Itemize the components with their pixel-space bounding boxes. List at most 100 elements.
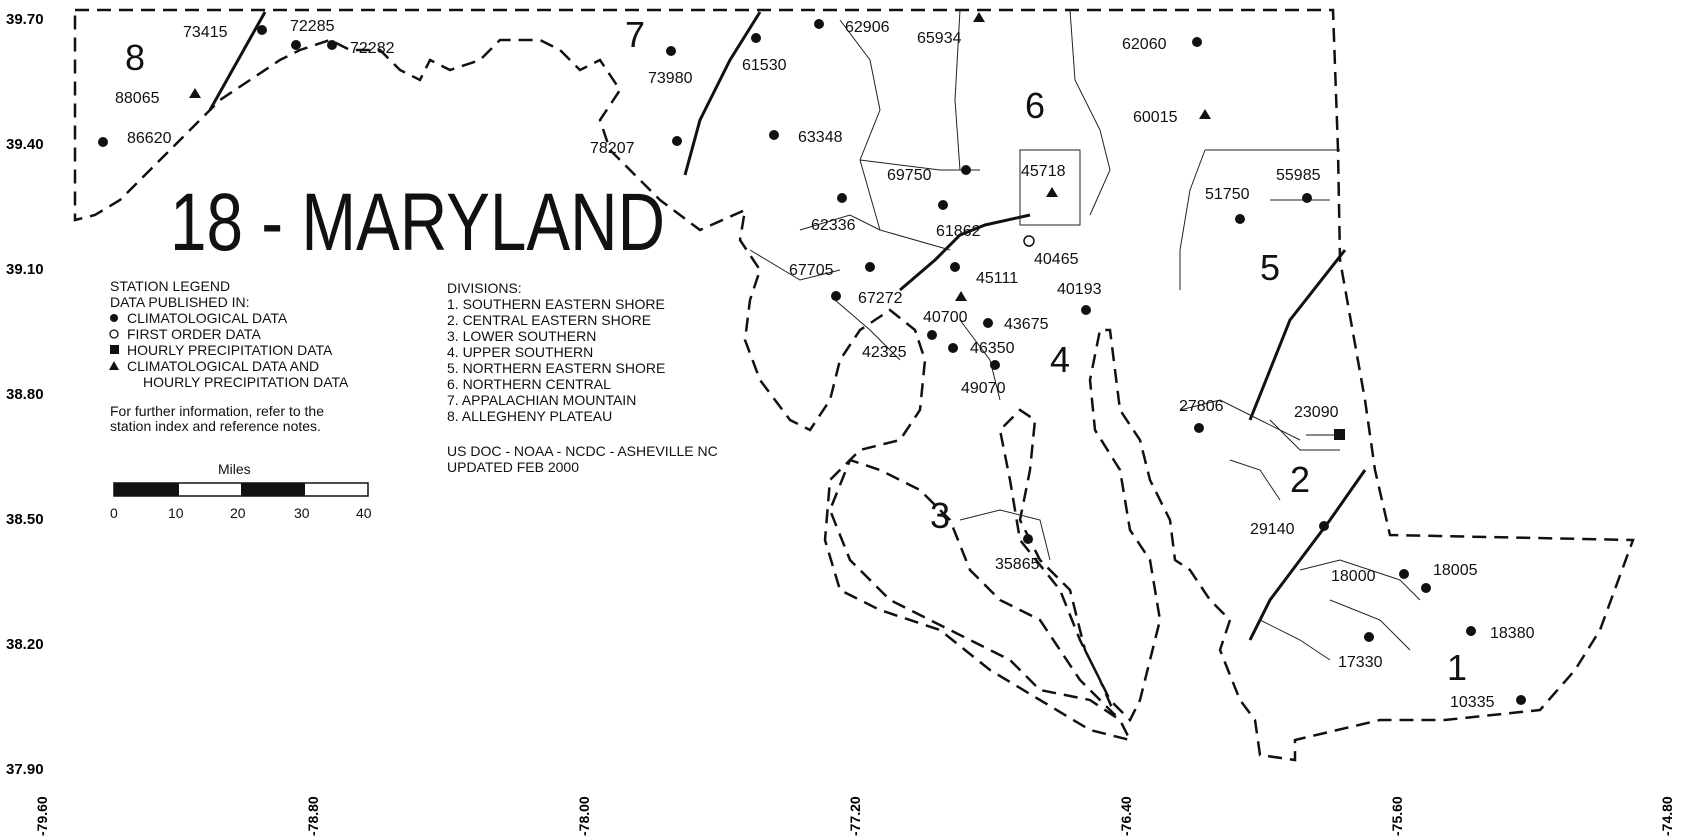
clim-hourly-station-triangle [1199, 109, 1211, 119]
y-tick-label: 37.90 [6, 761, 44, 778]
credit-line: US DOC - NOAA - NCDC - ASHEVILLE NC [447, 443, 718, 459]
clim-hourly-station-triangle [955, 291, 967, 301]
station-id: 61862 [936, 223, 981, 240]
station-id: 40700 [923, 309, 968, 326]
x-axis-labels: -79.60 -78.80 -78.00 -77.20 -76.40 -75.6… [34, 796, 1675, 836]
climatological-station-dot [1192, 37, 1202, 47]
station-markers [98, 12, 1526, 705]
division-labels: 1 2 3 4 5 6 7 8 [125, 14, 1467, 688]
scale-tick: 20 [230, 505, 246, 521]
division-item: 5. NORTHERN EASTERN SHORE [447, 360, 665, 376]
y-tick-label: 39.10 [6, 261, 44, 278]
station-labels: 73415 72285 72282 88065 86620 73980 7820… [115, 18, 1535, 711]
station-id: 45718 [1021, 163, 1066, 180]
station-id: 55985 [1276, 167, 1321, 184]
hourly-precip-station-square [1334, 429, 1345, 440]
station-id: 43675 [1004, 316, 1049, 333]
y-tick-label: 38.50 [6, 511, 44, 528]
climatological-station-dot [327, 40, 337, 50]
legend-note: For further information, refer to the [110, 403, 324, 419]
station-id: 72282 [350, 40, 395, 57]
county-lines [749, 9, 1421, 661]
climatological-station-dot [1235, 214, 1245, 224]
station-id: 46350 [970, 340, 1015, 357]
division-item: 1. SOUTHERN EASTERN SHORE [447, 296, 665, 312]
climatological-station-dot [1194, 423, 1204, 433]
station-id: 69750 [887, 167, 932, 184]
x-tick-label: -77.20 [847, 796, 863, 836]
credit-line: UPDATED FEB 2000 [447, 459, 579, 475]
scale-tick: 30 [294, 505, 310, 521]
x-tick-label: -76.40 [1118, 796, 1134, 836]
climatological-station-dot [983, 318, 993, 328]
climatological-station-dot [948, 343, 958, 353]
division-number: 5 [1260, 247, 1280, 288]
climatological-station-dot [1023, 534, 1033, 544]
station-id: 61530 [742, 57, 787, 74]
division-number: 6 [1025, 85, 1045, 126]
station-id: 35865 [995, 556, 1040, 573]
legend-item-label: FIRST ORDER DATA [127, 326, 261, 342]
climatological-station-dot [990, 360, 1000, 370]
first-order-legend-circle [109, 329, 119, 339]
legend-heading: DATA PUBLISHED IN: [110, 294, 250, 310]
state-outline [73, 8, 1635, 762]
climatological-station-dot [938, 200, 948, 210]
y-tick-label: 38.80 [6, 386, 44, 403]
climatological-station-dot [257, 25, 267, 35]
station-id: 40465 [1034, 251, 1079, 268]
station-id: 40193 [1057, 281, 1102, 298]
scale-tick: 40 [356, 505, 372, 521]
climatological-station-dot [1364, 632, 1374, 642]
climatological-station-dot [814, 19, 824, 29]
divisions-legend: DIVISIONS: 1. SOUTHERN EASTERN SHORE 2. … [447, 280, 718, 475]
station-id: 86620 [127, 130, 172, 147]
legend-heading: STATION LEGEND [110, 278, 230, 294]
scale-tick: 10 [168, 505, 184, 521]
station-id: 17330 [1338, 654, 1383, 671]
legend-note: station index and reference notes. [110, 418, 321, 434]
station-id: 73415 [183, 24, 228, 41]
division-item: 8. ALLEGHENY PLATEAU [447, 408, 612, 424]
division-number: 3 [930, 495, 950, 536]
station-id: 23090 [1294, 404, 1339, 421]
x-tick-label: -78.80 [305, 796, 321, 836]
station-id: 18005 [1433, 562, 1478, 579]
division-item: 7. APPALACHIAN MOUNTAIN [447, 392, 636, 408]
station-id: 62906 [845, 19, 890, 36]
x-tick-label: -79.60 [34, 796, 50, 836]
climatological-station-dot [1421, 583, 1431, 593]
station-id: 72285 [290, 18, 335, 35]
climatological-station-dot [1081, 305, 1091, 315]
clim-hourly-station-triangle [973, 12, 985, 22]
climatological-station-dot [98, 137, 108, 147]
climatological-station-dot [769, 130, 779, 140]
climatological-legend-dot [110, 314, 118, 322]
climatological-station-dot [1466, 626, 1476, 636]
station-id: 65934 [917, 30, 962, 47]
clim-hourly-station-triangle [189, 88, 201, 98]
climatological-station-dot [751, 33, 761, 43]
station-id: 27806 [1179, 398, 1224, 415]
division-number: 4 [1050, 339, 1070, 380]
climatological-station-dot [1319, 521, 1329, 531]
climatological-station-dot [961, 165, 971, 175]
x-tick-label: -78.00 [576, 796, 592, 836]
y-tick-label: 39.70 [6, 11, 44, 28]
climatological-station-dot [291, 40, 301, 50]
x-tick-label: -75.60 [1389, 796, 1405, 836]
station-id: 60015 [1133, 109, 1178, 126]
y-tick-label: 39.40 [6, 136, 44, 153]
station-id: 88065 [115, 90, 160, 107]
legend-item-label: CLIMATOLOGICAL DATA AND [127, 358, 319, 374]
division-item: 6. NORTHERN CENTRAL [447, 376, 611, 392]
climatological-station-dot [1399, 569, 1409, 579]
division-number: 1 [1447, 647, 1467, 688]
first-order-station-circle [1023, 235, 1035, 247]
station-id: 73980 [648, 70, 693, 87]
climatological-station-dot [1302, 193, 1312, 203]
climatological-station-dot [837, 193, 847, 203]
y-axis-labels: 39.70 39.40 39.10 38.80 38.50 38.20 37.9… [6, 11, 44, 778]
station-id: 62336 [811, 217, 856, 234]
